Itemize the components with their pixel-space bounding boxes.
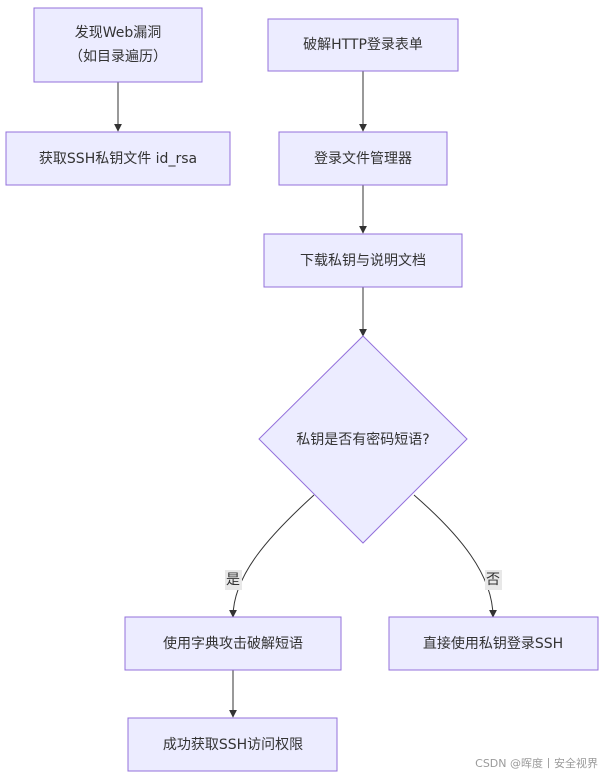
node-discover-web-vuln-line2: （如目录遍历） (69, 49, 167, 65)
node-download-key-docs-label: 下载私钥与说明文档 (300, 253, 426, 269)
node-get-ssh-key: 获取SSH私钥文件 id_rsa (5, 131, 231, 186)
node-discover-web-vuln-line1: 发现Web漏洞 (75, 25, 162, 41)
edge-decision-no (413, 494, 497, 618)
node-get-ssh-key-label: 获取SSH私钥文件 id_rsa (39, 151, 197, 167)
node-login-file-manager: 登录文件管理器 (278, 131, 448, 186)
node-login-file-manager-label: 登录文件管理器 (314, 151, 412, 167)
edge-label-yes: 是 (226, 572, 240, 588)
node-ssh-access-success-label: 成功获取SSH访问权限 (163, 737, 303, 753)
node-login-file-manager-box (278, 131, 448, 186)
node-get-ssh-key-box (5, 131, 231, 186)
node-dictionary-attack: 使用字典攻击破解短语 (124, 616, 342, 671)
node-download-key-docs-box (263, 233, 463, 288)
node-download-key-docs: 下载私钥与说明文档 (263, 233, 463, 288)
node-ssh-access-success-box (127, 717, 338, 772)
node-ssh-access-success: 成功获取SSH访问权限 (127, 717, 338, 772)
node-crack-http-form-box (267, 18, 459, 72)
node-direct-ssh-login-label: 直接使用私钥登录SSH (423, 635, 563, 652)
node-direct-ssh-login-box (388, 616, 599, 671)
node-dictionary-attack-box (124, 616, 342, 671)
edge-label-no-bg (485, 570, 502, 590)
node-decision-passphrase-diamond (258, 335, 468, 544)
node-decision-passphrase: 私钥是否有密码短语? (258, 335, 468, 544)
edge-label-yes-group: 是 (225, 570, 242, 590)
node-decision-passphrase-label: 私钥是否有密码短语? (296, 431, 429, 448)
node-direct-ssh-login: 直接使用私钥登录SSH (388, 616, 599, 671)
node-dictionary-attack-label: 使用字典攻击破解短语 (163, 635, 303, 652)
edge-decision-yes (229, 494, 315, 618)
edge-label-no: 否 (486, 572, 500, 588)
watermark: CSDN @晖度丨安全视界 (475, 757, 598, 770)
edge-label-no-group: 否 (485, 570, 502, 590)
node-discover-web-vuln: 发现Web漏洞 （如目录遍历） (33, 7, 203, 83)
edge-label-yes-bg (225, 570, 242, 590)
node-crack-http-form: 破解HTTP登录表单 (267, 18, 459, 72)
node-discover-web-vuln-box (33, 7, 203, 83)
node-crack-http-form-label: 破解HTTP登录表单 (303, 37, 423, 53)
